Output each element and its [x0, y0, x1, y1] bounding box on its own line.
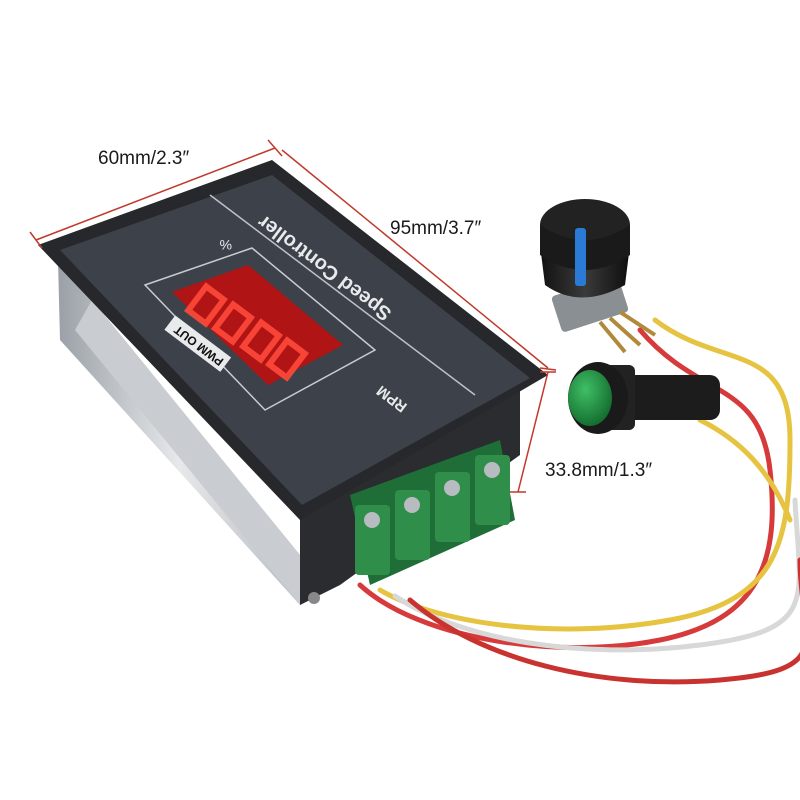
terminal-block	[350, 440, 515, 585]
potentiometer	[540, 199, 657, 354]
length-dimension-label: 95mm/3.7″	[390, 218, 482, 239]
terminal-base	[350, 440, 515, 585]
terminal-units	[355, 455, 510, 575]
dim-line-width	[35, 147, 276, 241]
dim-line-length	[281, 149, 549, 369]
front-panel	[38, 160, 548, 520]
screw	[308, 592, 320, 604]
display-digits	[183, 282, 310, 382]
width-dimension-label: 60mm/2.3″	[98, 148, 190, 169]
height-dimension-label: 33.8mm/1.3″	[545, 460, 653, 481]
wire-yellow	[377, 317, 793, 632]
dimension-lines	[29, 139, 557, 493]
percent-symbol: %	[220, 237, 232, 253]
wire-red-2	[407, 557, 800, 685]
pot-legs	[598, 310, 657, 354]
button-cap	[568, 370, 612, 426]
push-button	[568, 362, 720, 434]
panel-divider	[209, 194, 476, 396]
wire-yellow-2	[697, 417, 793, 523]
housing-bottom	[75, 300, 340, 605]
wires	[357, 317, 800, 685]
knob-indicator	[575, 228, 586, 286]
button-thread	[610, 375, 720, 420]
display-frame	[143, 247, 377, 411]
wire-red	[357, 327, 775, 651]
dim-line-height	[517, 371, 549, 493]
